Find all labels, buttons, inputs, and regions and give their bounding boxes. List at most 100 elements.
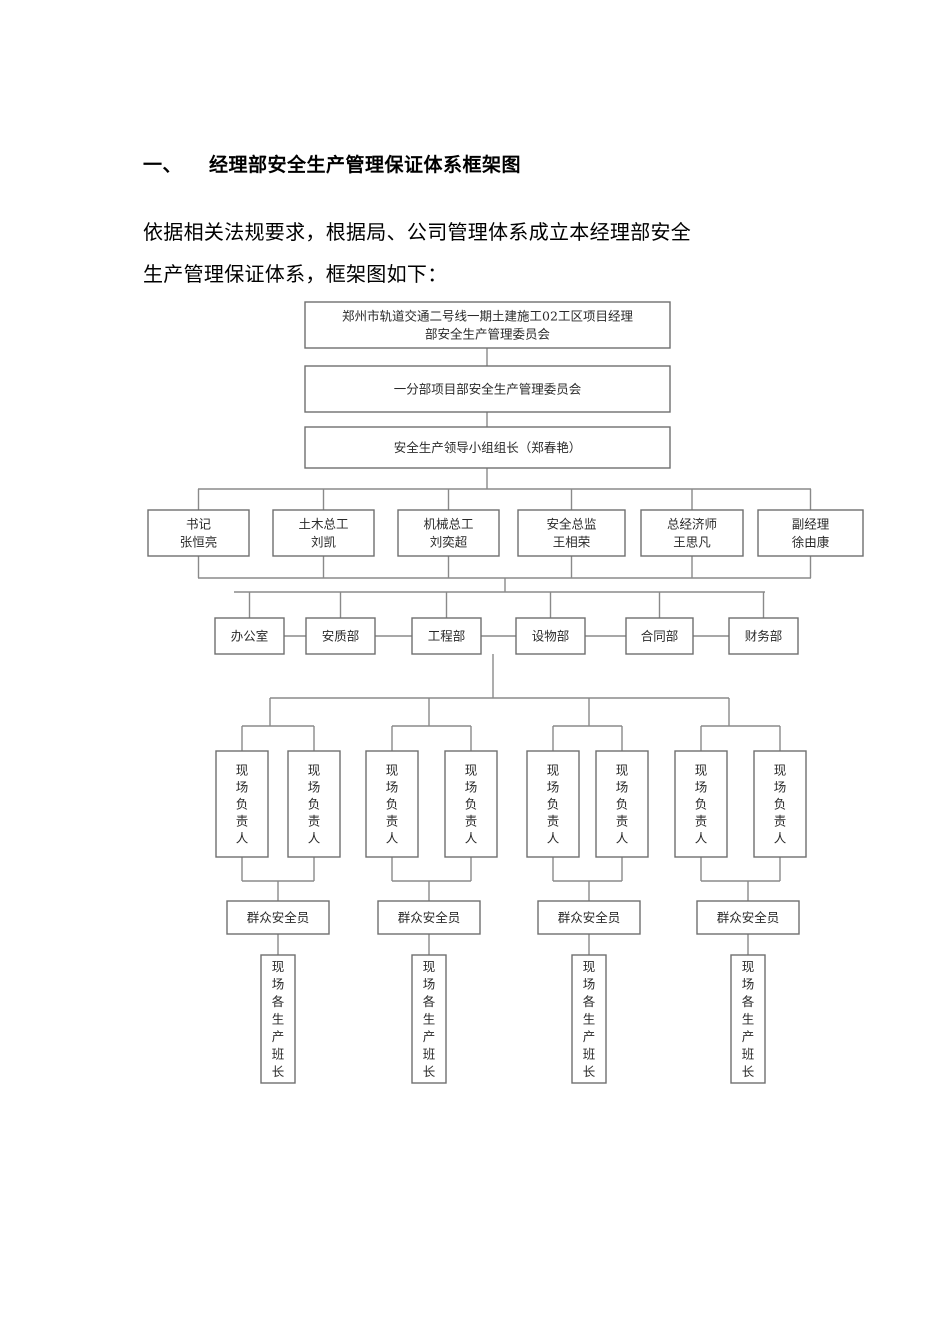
- team-leader-box: [411, 954, 447, 1084]
- site-leader-box-char: 人: [236, 831, 249, 846]
- site-leader-box-char: 负: [386, 797, 399, 812]
- site-leader-box-char: 现: [465, 763, 478, 778]
- site-leader-box: [215, 750, 269, 858]
- team-leader-box-char: 各: [423, 994, 436, 1009]
- manager-box-label: 副经理: [792, 517, 830, 532]
- section-title: 经理部安全生产管理保证体系框架图: [209, 154, 522, 176]
- site-leader-box-char: 责: [616, 814, 629, 829]
- manager-box-label: 张恒亮: [180, 535, 218, 550]
- manager-box-label: 徐由康: [792, 535, 830, 550]
- site-leader-box: [595, 750, 649, 858]
- team-leader-box-char: 生: [742, 1012, 755, 1027]
- team-leader-box-char: 产: [272, 1029, 285, 1044]
- site-leader-box-char: 负: [774, 797, 787, 812]
- manager-box-label: 书记: [186, 517, 212, 532]
- site-leader-box-char: 负: [695, 797, 708, 812]
- manager-box: [147, 509, 250, 557]
- department-box: [214, 617, 285, 655]
- team-leader-box-char: 场: [583, 977, 596, 992]
- site-leader-box-char: 责: [695, 814, 708, 829]
- manager-box: [517, 509, 626, 557]
- site-leader-box-char: 人: [547, 831, 560, 846]
- committee-box-label: 一分部项目部安全生产管理委员会: [394, 382, 582, 397]
- team-leader-box-char: 生: [583, 1012, 596, 1027]
- safety-officer-box: [696, 900, 800, 935]
- site-leader-box-char: 现: [616, 763, 629, 778]
- site-leader-box-char: 场: [547, 780, 560, 795]
- team-leader-box-char: 长: [583, 1064, 596, 1079]
- leader-box: [304, 426, 671, 469]
- section-heading: 一、 经理部安全生产管理保证体系框架图: [143, 150, 521, 177]
- team-leader-box-char: 场: [423, 977, 436, 992]
- department-box-label: 工程部: [428, 629, 466, 644]
- site-leader-box: [287, 750, 341, 858]
- site-leader-box-char: 负: [465, 797, 478, 812]
- site-leader-box-char: 场: [774, 780, 787, 795]
- department-box: [411, 617, 482, 655]
- team-leader-box-char: 产: [742, 1029, 755, 1044]
- site-leader-box-char: 场: [386, 780, 399, 795]
- team-leader-box: [260, 954, 296, 1084]
- site-leader-box-char: 责: [465, 814, 478, 829]
- site-leader-box-char: 责: [308, 814, 321, 829]
- team-leader-box-char: 班: [583, 1047, 596, 1062]
- team-leader-box: [571, 954, 607, 1084]
- department-box: [515, 617, 586, 655]
- site-leader-box-char: 责: [236, 814, 249, 829]
- site-leader-box: [674, 750, 728, 858]
- team-leader-box-char: 生: [272, 1012, 285, 1027]
- site-leader-box: [444, 750, 498, 858]
- connector-lines: [197, 348, 812, 955]
- site-leader-box-char: 现: [236, 763, 249, 778]
- site-leader-box-char: 现: [774, 763, 787, 778]
- team-leader-box-char: 场: [272, 977, 285, 992]
- site-leader-box: [753, 750, 807, 858]
- site-leader-box-char: 现: [386, 763, 399, 778]
- team-leader-box-char: 班: [742, 1047, 755, 1062]
- top-committee-box-label: 郑州市轨道交通二号线一期土建施工02工区项目经理: [342, 309, 633, 324]
- site-leader-box-char: 场: [236, 780, 249, 795]
- department-box: [728, 617, 799, 655]
- team-leader-box-char: 班: [272, 1047, 285, 1062]
- team-leader-box-char: 产: [583, 1029, 596, 1044]
- department-box-label: 财务部: [745, 629, 783, 644]
- manager-box-label: 总经济师: [667, 517, 717, 532]
- safety-officer-box-label: 群众安全员: [398, 910, 461, 925]
- site-leader-box: [526, 750, 580, 858]
- department-box-label: 办公室: [231, 629, 269, 644]
- site-leader-box-char: 责: [386, 814, 399, 829]
- leader-box-label: 安全生产领导小组组长（郑春艳）: [394, 440, 582, 455]
- manager-box-label: 王相荣: [553, 535, 591, 550]
- team-leader-box-char: 生: [423, 1012, 436, 1027]
- manager-box-label: 刘凯: [311, 535, 337, 550]
- team-leader-box-char: 场: [742, 977, 755, 992]
- team-leader-box-char: 长: [272, 1064, 285, 1079]
- department-box-label: 合同部: [641, 629, 679, 644]
- site-leader-box-char: 现: [547, 763, 560, 778]
- manager-box-label: 王思凡: [673, 535, 711, 550]
- team-leader-box-char: 长: [742, 1064, 755, 1079]
- safety-officer-box-label: 群众安全员: [247, 910, 310, 925]
- manager-box: [640, 509, 744, 557]
- team-leader-box-char: 产: [423, 1029, 436, 1044]
- committee-box: [304, 365, 671, 413]
- team-leader-box-char: 各: [272, 994, 285, 1009]
- site-leader-box-char: 责: [774, 814, 787, 829]
- chart-boxes: 郑州市轨道交通二号线一期土建施工02工区项目经理部安全生产管理委员会一分部项目部…: [147, 301, 864, 1084]
- team-leader-box-char: 现: [742, 959, 755, 974]
- manager-box: [757, 509, 864, 557]
- section-number: 一、: [143, 154, 183, 176]
- department-box: [305, 617, 376, 655]
- intro-line-2: 生产管理保证体系，框架图如下：: [143, 262, 448, 286]
- site-leader-box-char: 人: [774, 831, 787, 846]
- team-leader-box: [730, 954, 766, 1084]
- intro-line-1: 依据相关法规要求，根据局、公司管理体系成立本经理部安全: [143, 220, 692, 244]
- department-box: [625, 617, 694, 655]
- site-leader-box: [365, 750, 419, 858]
- site-leader-box-char: 场: [695, 780, 708, 795]
- site-leader-box-char: 现: [695, 763, 708, 778]
- safety-officer-box-label: 群众安全员: [717, 910, 780, 925]
- team-leader-box-char: 班: [423, 1047, 436, 1062]
- site-leader-box-char: 责: [547, 814, 560, 829]
